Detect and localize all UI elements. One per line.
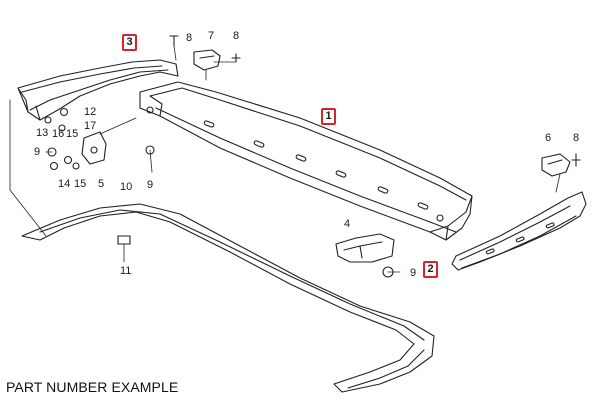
leader-lines (9, 45, 561, 273)
callout-part-1[interactable]: 1 (321, 108, 336, 125)
bracket-5-part (81, 131, 107, 165)
callout-part-2[interactable]: 2 (423, 261, 438, 278)
label-part-7: 7 (208, 30, 215, 42)
bracket-7-part (193, 49, 221, 71)
label-part-8-top-right: 8 (233, 30, 240, 42)
label-part-14: 14 (58, 178, 71, 190)
callout-part-3[interactable]: 3 (122, 34, 137, 51)
label-part-12: 12 (84, 106, 97, 118)
caption: PART NUMBER EXAMPLE (6, 379, 179, 395)
label-part-16: 16 (52, 128, 65, 140)
label-part-11: 11 (120, 265, 132, 277)
right-end-cap-part (451, 191, 587, 271)
left-end-cap-part (17, 59, 179, 121)
label-part-13: 13 (36, 127, 49, 139)
label-part-5: 5 (98, 178, 105, 190)
label-part-6: 6 (545, 132, 552, 144)
label-part-15: 15 (66, 128, 79, 140)
label-part-9-right: 9 (410, 267, 417, 279)
label-part-15b: 15 (74, 178, 87, 190)
bracket-6-part (541, 153, 571, 177)
label-part-9-center: 9 (147, 179, 154, 191)
label-part-8-top-left: 8 (186, 32, 193, 44)
main-bumper-bar-part (139, 81, 473, 241)
bracket-4-part (335, 233, 395, 263)
rubber-strip-part (21, 203, 435, 393)
label-part-8-right: 8 (573, 132, 580, 144)
label-part-9-left: 9 (34, 146, 41, 158)
label-part-10: 10 (120, 181, 133, 193)
label-part-17: 17 (84, 120, 97, 132)
label-part-4: 4 (344, 218, 351, 230)
